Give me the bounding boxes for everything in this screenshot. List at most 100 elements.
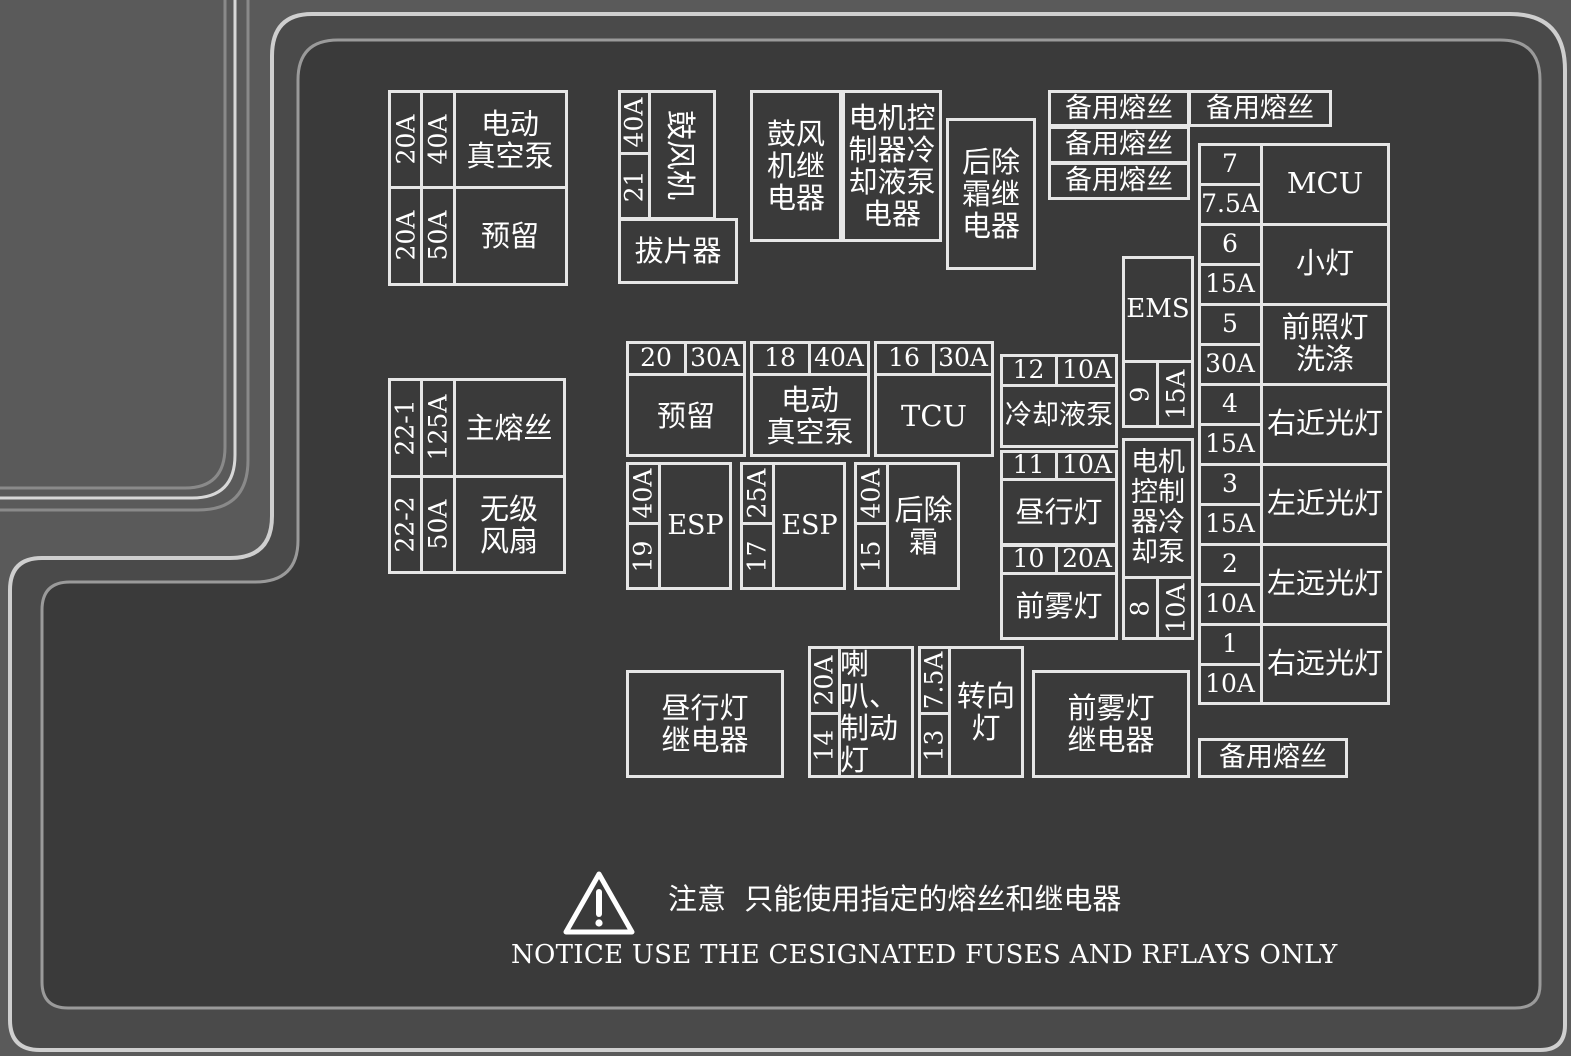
ems-label: EMS <box>1126 294 1190 324</box>
relay-motor-controller-pump-label: 电机控 制器冷 却液泵 电器 <box>848 101 936 231</box>
fuse-number: 22-1 <box>391 399 421 456</box>
fuse-number: 3 <box>1222 469 1238 498</box>
fuse-label-blower: 鼓风机 <box>662 110 697 200</box>
relay-blower <box>750 90 842 242</box>
relay-motor-controller-pump <box>842 90 942 242</box>
fuse-amp: 10A <box>1161 583 1190 633</box>
fuse-label-horn-brake: 喇叭、 制动 灯 <box>840 647 899 777</box>
fuse-number: 4 <box>1222 389 1238 418</box>
warning-triangle-icon <box>563 871 635 935</box>
fuse-label: 左远光灯 <box>1266 566 1383 600</box>
fuse-amp: 50A <box>423 210 452 261</box>
fuse-amp: 40A <box>423 114 452 165</box>
fuse-amp: 30A <box>938 343 988 372</box>
fuse-amp: 10A <box>1205 589 1255 618</box>
fuse-amp: 40A <box>814 343 864 372</box>
fuse-amp: 15A <box>1205 509 1255 538</box>
fuse-number: 13 <box>919 729 949 761</box>
fuse-label: 右近光灯 <box>1266 406 1383 440</box>
fuse-number: 7 <box>1222 149 1238 178</box>
relay-fog-label: 前雾灯 继电器 <box>1067 691 1155 757</box>
relay-rear-defrost-label: 后除 霜继 电器 <box>961 145 1020 243</box>
pump-label: 电机 控制 器冷 却泵 <box>1131 447 1185 568</box>
spare-fuse-label: 备用熔丝 <box>1219 742 1327 773</box>
fuse-amp: 20A <box>809 655 839 705</box>
fuse-19 <box>626 462 732 590</box>
fuse-number: 1 <box>1222 629 1238 658</box>
fuse-number: 11 <box>1012 450 1045 479</box>
spare-fuse-label: 备用熔丝 <box>1206 92 1314 124</box>
fuse-number: 15 <box>856 540 886 572</box>
fuse-amp: 15A <box>1205 269 1255 298</box>
fuse-label-fan: 无级 风扇 <box>479 491 538 558</box>
fuse-amp: 40A <box>856 468 886 518</box>
fuse-number: 19 <box>628 540 658 572</box>
fuse-amp: 10A <box>1205 669 1255 698</box>
spare-fuse-label: 备用熔丝 <box>1065 129 1173 160</box>
fuse-puller <box>618 218 738 284</box>
notice-english: NOTICE USE THE CESIGNATED FUSES AND RFLA… <box>511 940 1338 970</box>
relay-drl <box>626 670 784 778</box>
fuse-number: 6 <box>1222 229 1238 258</box>
spare-fuse <box>1198 738 1348 778</box>
fuse-15 <box>854 462 960 590</box>
fuse-label-main: 主熔丝 <box>465 410 553 445</box>
fuse-number: 17 <box>742 540 772 572</box>
fuse-number: 10 <box>1012 544 1045 573</box>
fuse-amp: 15A <box>1205 429 1255 458</box>
fuse-number: 16 <box>888 343 920 372</box>
fuse-amp: 40A <box>619 97 649 147</box>
notice-chinese: 注意 只能使用指定的熔丝和继电器 <box>668 882 1122 916</box>
fuse-puller-label: 拔片器 <box>634 234 722 268</box>
fuse-17 <box>740 462 846 590</box>
fuse-label-turn-signal: 转向 灯 <box>956 679 1015 745</box>
fuse-label: 小灯 <box>1295 246 1354 280</box>
spare-fuse <box>1048 162 1190 200</box>
fuse-amp: 40A <box>628 468 658 518</box>
fuse-label: 右远光灯 <box>1266 646 1383 680</box>
fuse-number: 22-2 <box>391 496 421 553</box>
fuse-amp: 10A <box>1062 450 1112 479</box>
fuse-number: 2 <box>1222 549 1238 578</box>
relay-drl-label: 昼行灯 继电器 <box>661 691 749 757</box>
fuse-number: 18 <box>764 343 796 372</box>
fuse-amp: 30A <box>690 343 740 372</box>
spare-fuse <box>1188 90 1332 127</box>
fuse-label: 后除 霜 <box>894 493 953 559</box>
fuse-label: MCU <box>1286 166 1364 200</box>
spare-fuse-label: 备用熔丝 <box>1065 165 1173 196</box>
fuse-amp: 20A <box>391 210 420 261</box>
fuse-amp: 50A <box>423 499 452 550</box>
fuse-label: 昼行灯 <box>1015 495 1103 529</box>
fuse-amp: 10A <box>1062 355 1112 384</box>
spare-fuse-label: 备用熔丝 <box>1065 92 1173 124</box>
fuse-number: 12 <box>1012 355 1045 384</box>
fuse-number: 14 <box>809 729 839 761</box>
fuse-10 <box>1000 544 1118 640</box>
fuse-label-reserved: 预留 <box>480 218 539 253</box>
fuse-label: 预留 <box>656 398 715 433</box>
fuse-label: 电动 真空泵 <box>766 382 854 449</box>
fuse-amp: 25A <box>742 468 772 518</box>
fuse-number: 8 <box>1125 600 1155 616</box>
fuse-amp: 7.5A <box>919 651 949 709</box>
fuse-label-vacuum-pump: 电动 真空泵 <box>466 106 554 173</box>
fuse-number: 5 <box>1222 309 1238 338</box>
fuse-amp: 20A <box>391 114 420 165</box>
fuse-label: 前照灯 洗涤 <box>1281 310 1369 376</box>
fuse-label: 冷却液泵 <box>1005 400 1113 431</box>
fuse-amp: 20A <box>1062 544 1112 573</box>
fuse-label: 前雾灯 <box>1015 589 1103 623</box>
fuse-number: 9 <box>1125 386 1155 402</box>
fuse-label: TCU <box>901 398 967 433</box>
fuse-amp: 125A <box>423 394 452 461</box>
fuse-label: 左近光灯 <box>1266 486 1383 520</box>
fuse-amp: 15A <box>1161 369 1190 419</box>
fuse-number: 20 <box>640 343 672 372</box>
fuse-label: ESP <box>781 510 838 541</box>
relay-fog <box>1032 670 1190 778</box>
fuse-amp: 7.5A <box>1201 189 1259 218</box>
relay-rear-defrost <box>946 118 1036 270</box>
fuse-amp: 30A <box>1205 349 1255 378</box>
